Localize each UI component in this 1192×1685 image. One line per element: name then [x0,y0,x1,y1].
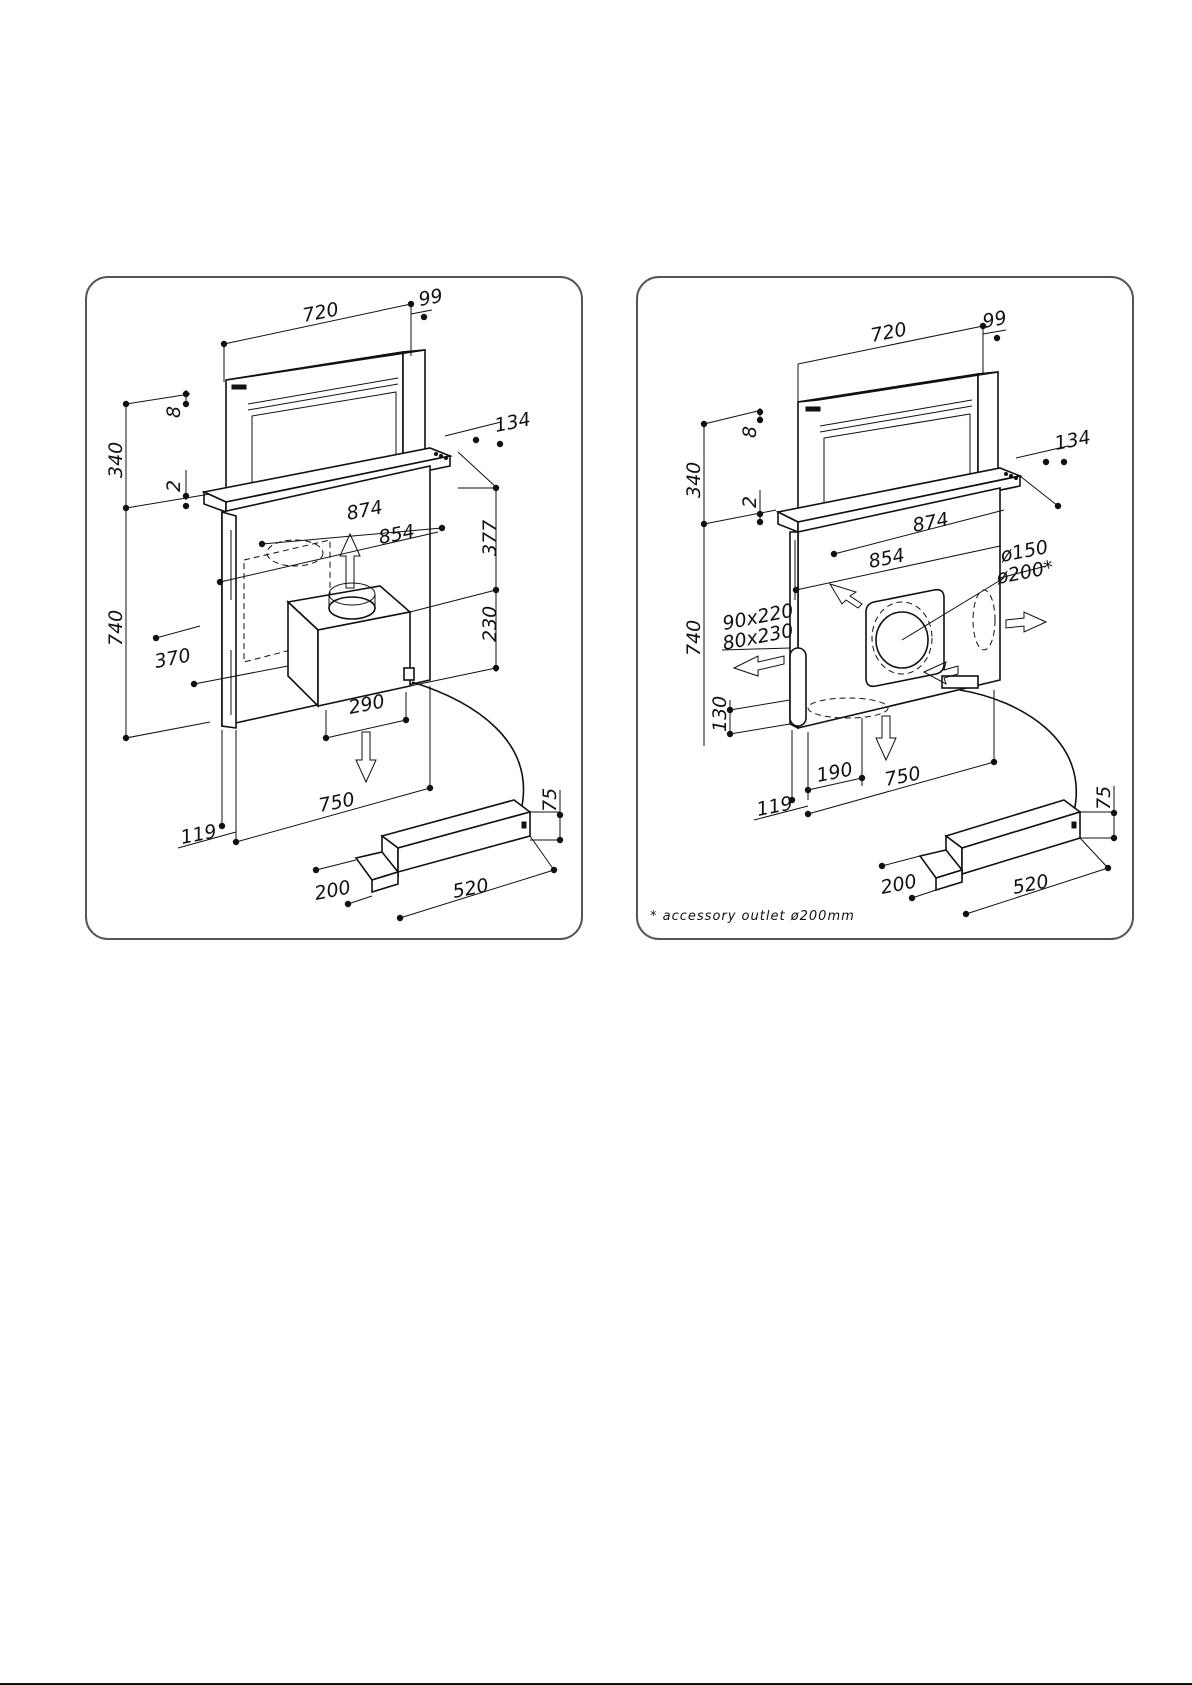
right-dim-130: 130 [709,696,731,732]
right-diagram-panel: 720 99 134 8 340 2 874 854 ø150 ø200* 90… [637,277,1133,939]
right-dim-99: 99 [981,307,1009,333]
left-dim-377: 377 [479,520,501,556]
left-motor-box [288,583,414,706]
right-dim-8: 8 [739,426,761,438]
right-dim-740: 740 [683,620,705,656]
left-diagram-panel: 720 99 134 8 340 2 874 854 377 740 230 3… [86,277,582,939]
left-dim-740: 740 [105,610,127,646]
right-dim-2: 2 [739,496,761,508]
right-dim-340: 340 [683,462,705,498]
left-dim-230: 230 [479,606,501,642]
left-dim-2: 2 [163,480,185,492]
left-dim-99: 99 [417,285,445,311]
right-footnote: * accessory outlet ø200mm [650,909,855,924]
left-dim-8: 8 [163,406,185,418]
right-dim-75: 75 [1093,786,1115,810]
left-dim-75: 75 [539,788,561,812]
left-dim-340: 340 [105,442,127,478]
